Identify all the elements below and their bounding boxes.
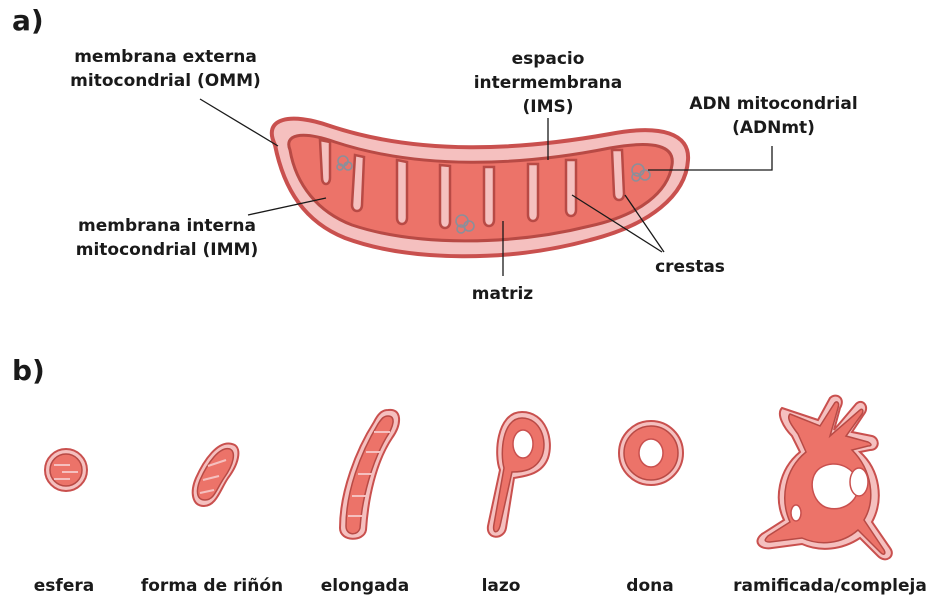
label-ims-line2: intermembrana [458, 71, 638, 95]
shape-elongated [340, 410, 399, 539]
label-mtdna-line1: ADN mitocondrial [686, 92, 861, 116]
label-cristae: crestas [640, 255, 740, 279]
label-omm-line2: mitocondrial (OMM) [58, 69, 273, 93]
label-mtdna-line2: (ADNmt) [686, 116, 861, 140]
label-omm: membrana externa mitocondrial (OMM) [58, 45, 273, 93]
shape-kidney [193, 443, 239, 506]
shape-donut [619, 421, 683, 485]
label-sphere: esfera [18, 574, 110, 598]
label-loop: lazo [466, 574, 536, 598]
label-elongated: elongada [310, 574, 420, 598]
label-ims-line1: espacio [458, 47, 638, 71]
label-omm-line1: membrana externa [58, 45, 273, 69]
label-kidney: forma de riñón [128, 574, 296, 598]
label-imm-line1: membrana interna [62, 214, 272, 238]
label-mtdna: ADN mitocondrial (ADNmt) [686, 92, 861, 140]
label-imm: membrana interna mitocondrial (IMM) [62, 214, 272, 262]
shape-sphere [45, 449, 87, 491]
label-branched: ramificada/compleja [722, 574, 938, 598]
label-imm-line2: mitocondrial (IMM) [62, 238, 272, 262]
label-ims-line3: (IMS) [458, 95, 638, 119]
label-donut: dona [610, 574, 690, 598]
label-ims: espacio intermembrana (IMS) [458, 47, 638, 119]
shape-loop [488, 412, 550, 537]
shape-branched [757, 396, 891, 560]
label-matrix: matriz [455, 282, 550, 306]
